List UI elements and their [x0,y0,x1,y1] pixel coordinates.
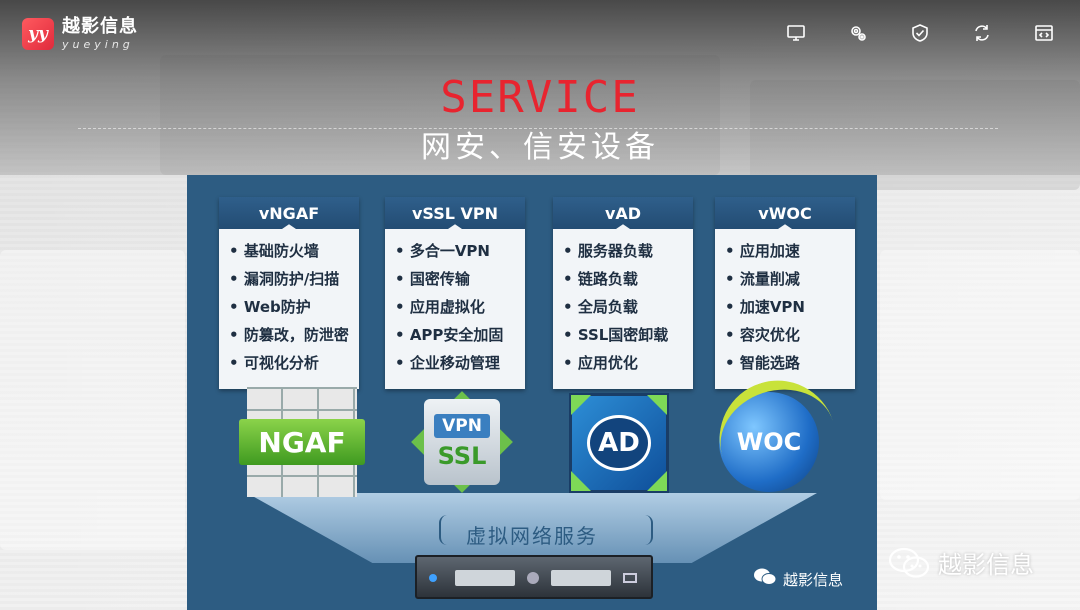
feature-item: 全局负载 [563,293,693,321]
card-title: vAD [553,197,693,229]
card-title: vSSL VPN [385,197,525,229]
page-watermark: 越影信息 [888,545,1034,580]
vpn-box: VPN SSL [424,399,500,485]
server-led [429,574,437,582]
feature-item: 防篡改，防泄密 [229,321,359,349]
gears-icon[interactable] [847,22,869,44]
ad-label: AD [587,415,651,471]
feature-item: 应用虚拟化 [395,293,525,321]
server-icon [415,555,653,599]
feature-item: 链路负载 [563,265,693,293]
header-band [0,0,1080,175]
feature-item: 基础防火墙 [229,237,359,265]
arrow-icon [647,395,667,415]
shield-check-icon[interactable] [909,22,931,44]
brand-logo[interactable]: yy 越影信息 yueying [22,18,138,50]
ngaf-firewall-icon: NGAF [239,387,365,497]
vpn-label: VPN [434,414,490,438]
top-nav [785,22,1055,44]
feature-item: APP安全加固 [395,321,525,349]
feature-item: 可视化分析 [229,349,359,377]
logo-text: 越影信息 yueying [62,16,138,51]
ssl-label: SSL [437,442,487,470]
virtual-service-label: 虚拟网络服务 [466,524,598,548]
slide-watermark-text: 越影信息 [783,570,844,589]
feature-item: 漏洞防护/扫描 [229,265,359,293]
background-panel [880,250,1080,500]
feature-item: 应用加速 [725,237,855,265]
ngaf-label: NGAF [239,419,365,465]
page-watermark-text: 越影信息 [938,551,1034,579]
feature-item: 应用优化 [563,349,693,377]
server-knob [527,572,539,584]
feature-item: 容灾优化 [725,321,855,349]
arrow-icon [647,471,667,491]
card-title: vWOC [715,197,855,229]
slide-watermark: 越影信息 [753,567,843,591]
monitor-icon[interactable] [785,22,807,44]
card-vssl-vpn: vSSL VPN 多合一VPN 国密传输 应用虚拟化 APP安全加固 企业移动管… [385,197,525,389]
card-vngaf: vNGAF 基础防火墙 漏洞防护/扫描 Web防护 防篡改，防泄密 可视化分析 [219,197,359,389]
feature-item: 流量削减 [725,265,855,293]
page-subtitle: 网安、信安设备 [421,130,659,165]
page-title: SERVICE [440,72,640,123]
feature-item: 加速VPN [725,293,855,321]
card-title: vNGAF [219,197,359,229]
woc-globe-icon: WOC [704,365,834,496]
woc-label: WOC [719,392,819,492]
code-window-icon[interactable] [1033,22,1055,44]
feature-item: 多合一VPN [395,237,525,265]
brand-name-cn: 越影信息 [62,16,138,37]
feature-item: 国密传输 [395,265,525,293]
background-panel [0,250,185,550]
arrow-icon [571,395,591,415]
feature-item: SSL国密卸载 [563,321,693,349]
brand-name-en: yueying [62,38,134,51]
feature-item: 智能选路 [725,349,855,377]
feature-item: Web防护 [229,293,359,321]
logo-mark-icon: yy [22,18,54,50]
card-vad: vAD 服务器负载 链路负载 全局负载 SSL国密卸载 应用优化 [553,197,693,389]
feature-item: 服务器负载 [563,237,693,265]
card-vwoc: vWOC 应用加速 流量削减 加速VPN 容灾优化 智能选路 [715,197,855,389]
ad-load-balancer-icon: AD [569,393,669,493]
drive-slot [551,570,611,586]
drive-slot [455,570,515,586]
service-slide: vNGAF 基础防火墙 漏洞防护/扫描 Web防护 防篡改，防泄密 可视化分析 … [187,175,877,610]
server-button [623,573,637,583]
wechat-icon [888,547,930,578]
ssl-vpn-icon: VPN SSL [407,387,517,497]
feature-item: 企业移动管理 [395,349,525,377]
refresh-cycle-icon[interactable] [971,22,993,44]
decorative-divider [78,128,998,129]
arrow-icon [571,471,591,491]
bracket-decoration [439,515,653,545]
wechat-icon [753,567,777,591]
